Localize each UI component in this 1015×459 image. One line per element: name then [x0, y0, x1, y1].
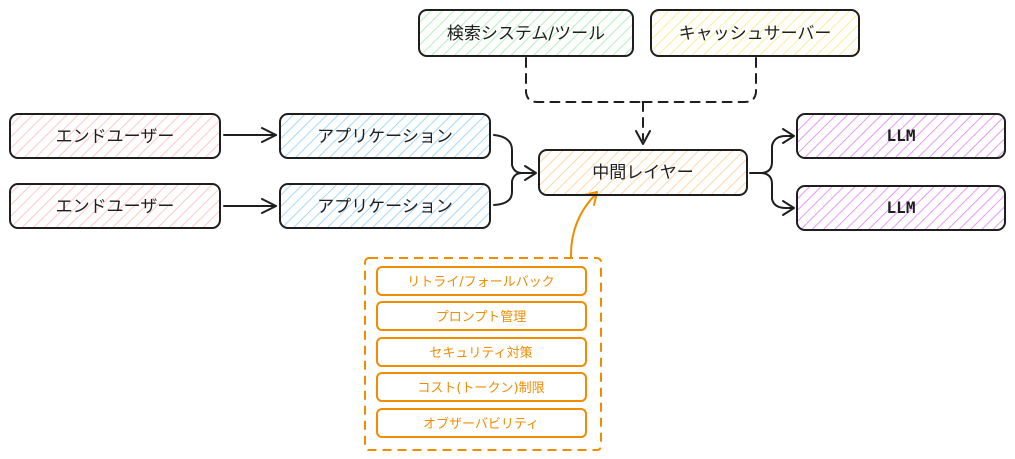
end-user-2-label: エンドユーザー	[56, 197, 175, 217]
node-search-tool: 検索システム/ツール	[418, 9, 634, 57]
llm-2-label: LLM	[887, 198, 916, 217]
connectors	[223, 57, 795, 216]
llm-1-label: LLM	[887, 126, 916, 145]
feature-item-observability: オブザーバビリティ	[376, 408, 587, 438]
feature-security-label: セキュリティ対策	[429, 345, 532, 361]
connector-app2-to-middle	[493, 172, 523, 206]
end-user-1-label: エンドユーザー	[56, 127, 175, 147]
feature-group-border	[364, 257, 602, 451]
node-end-user-2: エンドユーザー	[9, 183, 221, 229]
cache-server-label: キャッシュサーバー	[679, 24, 832, 44]
connector-middle-to-llm1	[749, 135, 794, 174]
node-middle-layer: 中間レイヤー	[538, 149, 748, 196]
feature-observability-label: オブザーバビリティ	[423, 416, 539, 432]
node-cache-server: キャッシュサーバー	[650, 9, 860, 57]
node-llm-2: LLM	[796, 185, 1006, 231]
feature-connector	[569, 191, 598, 259]
arrowhead-llm2	[782, 200, 795, 216]
node-llm-1: LLM	[796, 113, 1006, 159]
feature-prompt-label: プロンプト管理	[436, 310, 527, 325]
feature-retry-label: リトライ/フォールバック	[407, 275, 554, 290]
arrowhead-llm1	[782, 128, 795, 144]
orange-curve-arrow	[569, 193, 597, 259]
application-1-label: アプリケーション	[317, 127, 453, 147]
feature-item-security: セキュリティ対策	[376, 337, 587, 367]
application-2-label: アプリケーション	[317, 197, 453, 217]
feature-group: リトライ/フォールバック プロンプト管理 セキュリティ対策 コスト(トークン)制…	[364, 257, 602, 451]
node-end-user-1: エンドユーザー	[9, 113, 221, 159]
dashed-connector-search	[525, 57, 643, 103]
feature-item-retry: リトライ/フォールバック	[376, 266, 587, 296]
arrowhead-app2	[261, 198, 277, 214]
arrowhead-down-middle	[635, 130, 651, 145]
dashed-connector-cache	[641, 57, 757, 103]
arrowhead-middle	[524, 165, 537, 181]
middle-layer-label: 中間レイヤー	[592, 163, 694, 183]
arrowhead-app1	[261, 127, 277, 143]
search-tool-label: 検索システム/ツール	[447, 24, 605, 44]
feature-cost-label: コスト(トークン)制限	[417, 381, 544, 396]
feature-item-cost: コスト(トークン)制限	[376, 372, 587, 402]
node-application-1: アプリケーション	[279, 113, 491, 159]
node-application-2: アプリケーション	[279, 183, 491, 229]
connector-middle-to-llm2	[761, 172, 794, 209]
feature-item-prompt: プロンプト管理	[376, 301, 587, 331]
